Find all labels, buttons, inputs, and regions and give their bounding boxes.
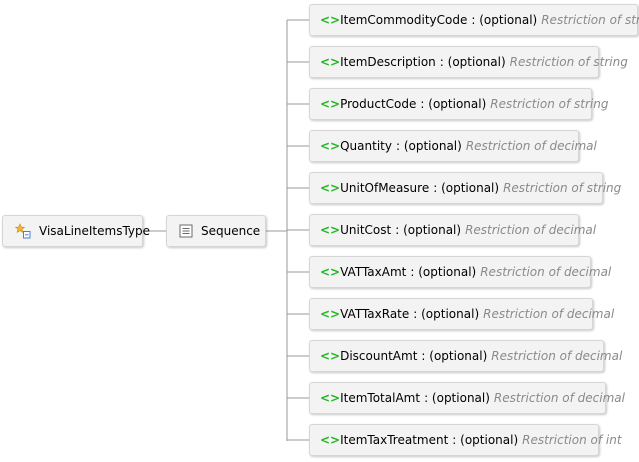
- element-name: UnitCost: [340, 223, 392, 237]
- element-node[interactable]: <>ItemCommodityCode: (optional)Restricti…: [309, 4, 639, 36]
- element-occurrence: : (optional): [424, 391, 490, 405]
- element-name: DiscountAmt: [340, 349, 418, 363]
- element-occurrence: : (optional): [395, 139, 462, 153]
- element-node[interactable]: <>ItemDescription: (optional)Restriction…: [309, 46, 628, 78]
- element-icon: <>: [320, 433, 341, 447]
- element-name: Quantity: [340, 139, 392, 153]
- element-node[interactable]: <>UnitOfMeasure: (optional)Restriction o…: [309, 172, 621, 204]
- element-icon: <>: [320, 223, 341, 237]
- element-name: ItemCommodityCode: [340, 13, 468, 27]
- element-icon: <>: [320, 97, 341, 111]
- element-type: Restriction of string: [541, 13, 639, 27]
- element-name: UnitOfMeasure: [340, 181, 430, 195]
- element-node[interactable]: <>ItemTaxTreatment: (optional)Restrictio…: [309, 424, 622, 456]
- sequence-label: Sequence: [201, 224, 261, 238]
- element-node[interactable]: <>UnitCost: (optional)Restriction of dec…: [309, 214, 596, 246]
- element-name: ItemTotalAmt: [340, 391, 421, 405]
- element-icon: <>: [320, 307, 341, 321]
- element-name: ItemTaxTreatment: [340, 433, 449, 447]
- element-type: Restriction of decimal: [480, 265, 612, 279]
- element-node[interactable]: <>VATTaxAmt: (optional)Restriction of de…: [309, 256, 611, 288]
- element-type: Restriction of decimal: [483, 307, 615, 321]
- element-icon: <>: [320, 265, 341, 279]
- element-icon: <>: [320, 181, 341, 195]
- element-occurrence: : (optional): [471, 13, 538, 27]
- element-occurrence: : (optional): [433, 181, 500, 195]
- element-type: Restriction of string: [509, 55, 628, 69]
- element-icon: <>: [320, 13, 341, 27]
- element-icon: <>: [320, 349, 341, 363]
- element-node[interactable]: <>ProductCode: (optional)Restriction of …: [309, 88, 608, 120]
- element-type: Restriction of int: [522, 433, 622, 447]
- element-type: Restriction of decimal: [465, 223, 597, 237]
- element-node[interactable]: <>Quantity: (optional)Restriction of dec…: [309, 130, 597, 162]
- element-type: Restriction of string: [490, 97, 609, 111]
- element-type: Restriction of decimal: [465, 139, 597, 153]
- element-occurrence: : (optional): [452, 433, 519, 447]
- element-node[interactable]: <>VATTaxRate: (optional)Restriction of d…: [309, 298, 614, 330]
- element-occurrence: : (optional): [410, 265, 477, 279]
- element-icon: <>: [320, 391, 341, 405]
- element-name: ItemDescription: [340, 55, 436, 69]
- element-icon: <>: [320, 139, 341, 153]
- element-occurrence: : (optional): [421, 349, 488, 363]
- element-name: ProductCode: [340, 97, 417, 111]
- sequence-icon: [179, 224, 193, 238]
- element-name: VATTaxAmt: [340, 265, 407, 279]
- branch-connectors: [287, 19, 309, 441]
- element-node[interactable]: <>DiscountAmt: (optional)Restriction of …: [309, 340, 622, 372]
- element-icon: <>: [320, 55, 341, 69]
- element-occurrence: : (optional): [420, 97, 487, 111]
- element-node[interactable]: <>ItemTotalAmt: (optional)Restriction of…: [309, 382, 625, 414]
- root-type-label: VisaLineItemsType: [39, 224, 151, 238]
- element-occurrence: : (optional): [395, 223, 462, 237]
- element-type: Restriction of decimal: [493, 391, 625, 405]
- root-type-node[interactable]: VisaLineItemsType: [2, 215, 150, 247]
- sequence-node[interactable]: Sequence: [166, 215, 266, 247]
- element-occurrence: : (optional): [439, 55, 506, 69]
- element-occurrence: : (optional): [413, 307, 480, 321]
- element-type: Restriction of string: [503, 181, 622, 195]
- element-name: VATTaxRate: [340, 307, 410, 321]
- element-type: Restriction of decimal: [491, 349, 623, 363]
- complex-type-icon: [15, 223, 31, 239]
